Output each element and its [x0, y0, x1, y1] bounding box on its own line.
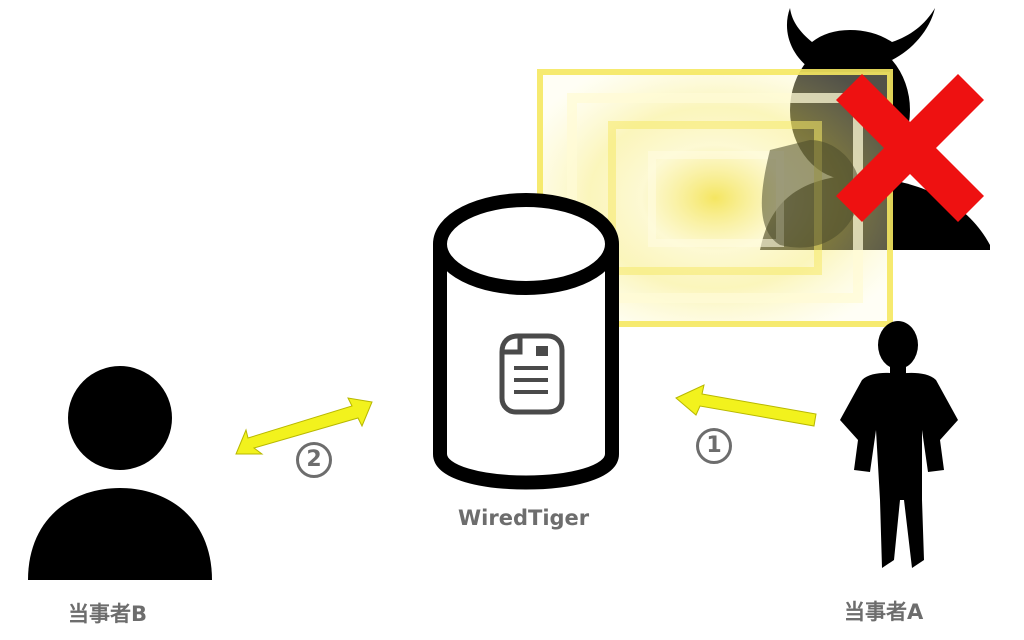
database-label: WiredTiger: [458, 506, 590, 530]
party-b-label: 当事者B: [68, 602, 148, 626]
red-x-icon: [836, 74, 984, 222]
standing-man-icon: [840, 321, 958, 568]
arrow-a-to-db: [675, 384, 817, 427]
arrow-db-to-b-bidirectional: [235, 397, 373, 455]
user-avatar-icon: [28, 366, 212, 580]
database-cylinder: [433, 193, 619, 490]
step-2-marker: 2: [296, 442, 332, 478]
party-a-label: 当事者A: [844, 600, 924, 624]
step-1-marker: 1: [696, 428, 732, 464]
document-icon: [499, 333, 565, 415]
